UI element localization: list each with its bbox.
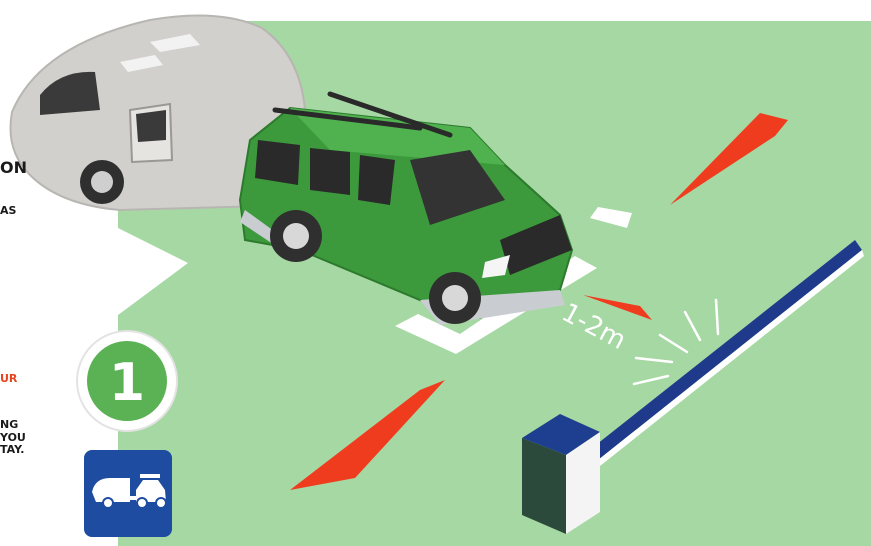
step-badge: 1	[77, 331, 177, 431]
cropped-body-fragment: NG YOU TAY.	[0, 419, 26, 457]
cropped-accent-fragment: UR	[0, 372, 17, 386]
step-number: 1	[109, 353, 145, 413]
cropped-text-fragment: AS	[0, 204, 16, 218]
car-with-caravan-icon	[84, 450, 172, 537]
cropped-heading-fragment: ON	[0, 158, 27, 178]
